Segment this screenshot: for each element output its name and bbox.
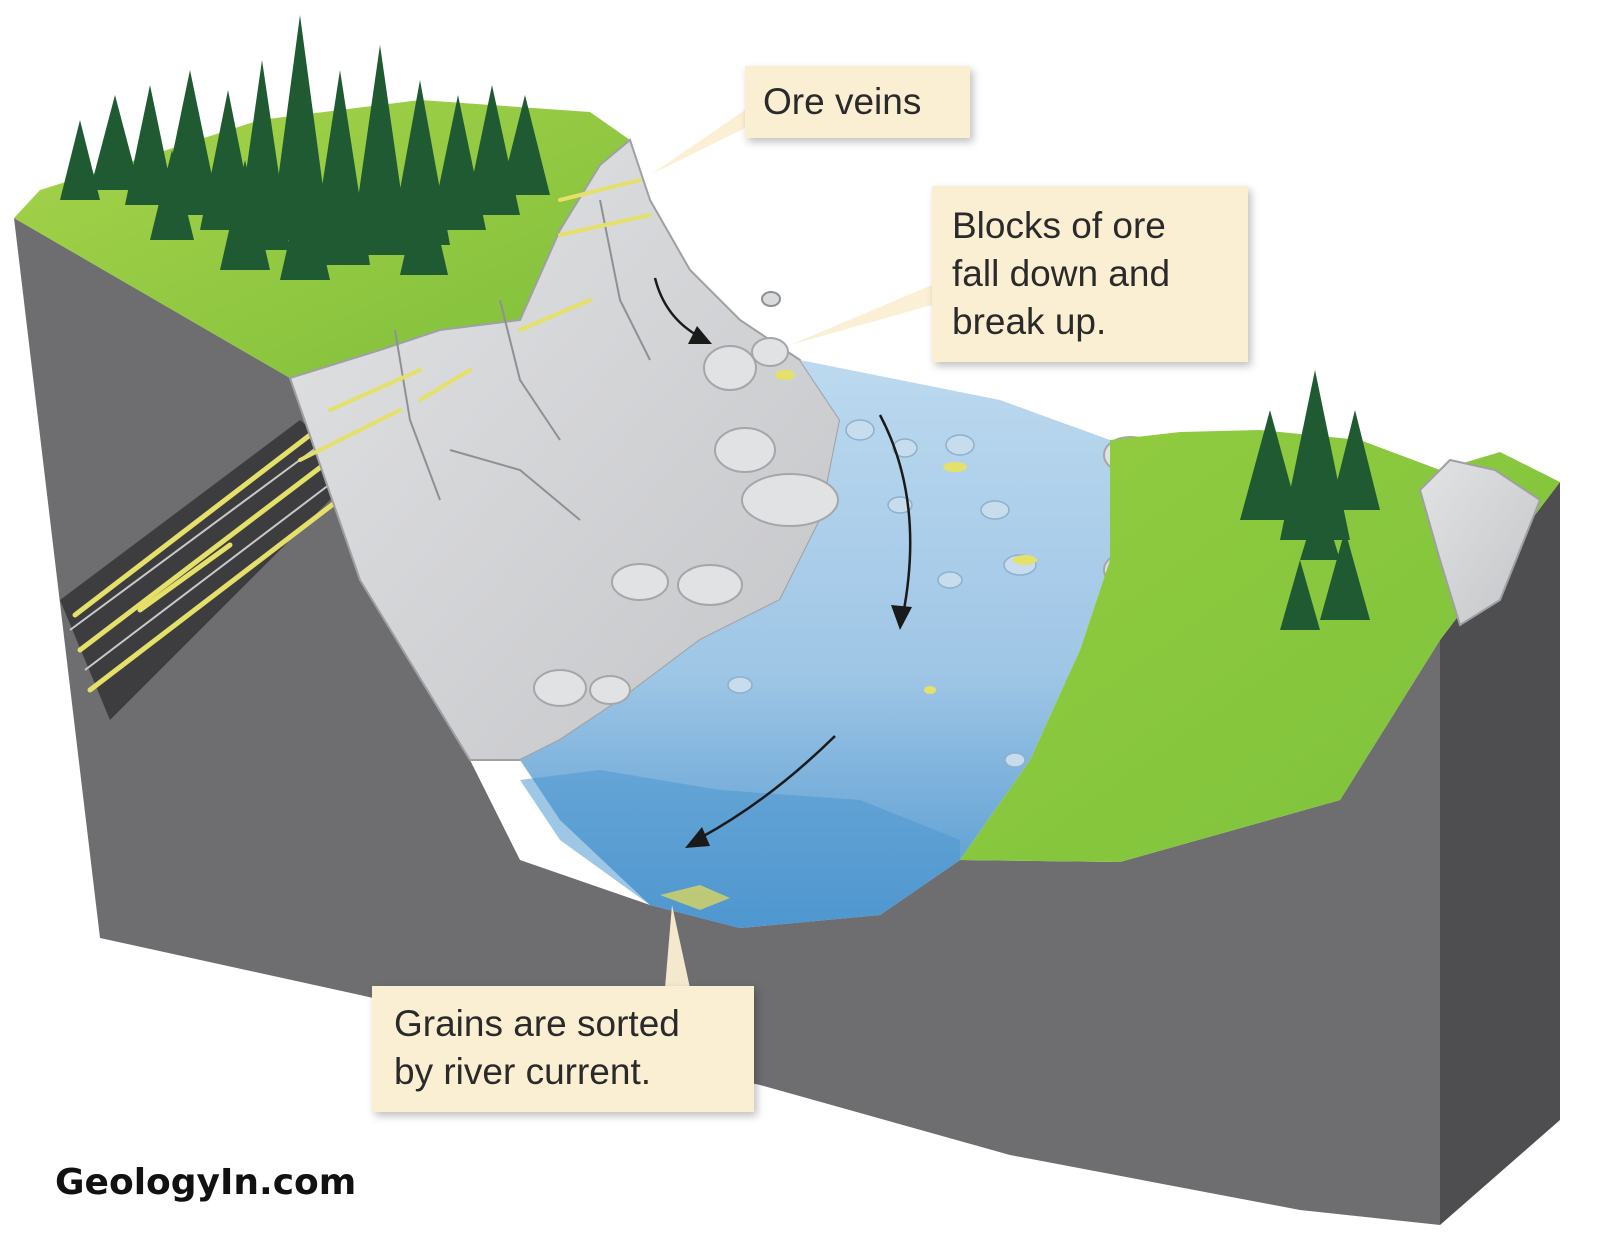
cliff-ore-veins [298,178,652,462]
ore-fragments [775,370,1037,694]
callout-ore-veins: Ore veins [745,66,970,138]
callout-grains-sorted: Grains are sorted by river current. [372,986,754,1112]
right-cliff-outcrop [1418,458,1542,627]
right-trees [1240,370,1380,630]
cliff-cracks [394,199,651,521]
callout-blocks-line-2: fall down and [952,253,1171,294]
river-arrow-upper [878,414,912,616]
rock-block [14,218,1560,1225]
callout-grains-line-2: by river current. [394,1051,652,1092]
watermark: GeologyIn.com [55,1162,357,1203]
callout-blocks-line-1: Blocks of ore [952,205,1166,246]
right-plateau-grass [960,430,1560,862]
river-deep [520,770,960,928]
rock-block-right-face [1440,482,1560,1225]
arrowheads [685,326,912,848]
callout-blocks-line-3: break up. [952,301,1107,342]
callout-leaders [650,110,932,988]
ore-grains [660,885,730,910]
callout-blocks-of-ore: Blocks of ore fall down and break up. [932,186,1248,362]
falling-pebble [761,291,781,307]
callout-ore-veins-line-1: Ore veins [763,81,922,122]
left-forest [60,15,550,280]
river-arrow-lower [699,735,836,840]
ore-vein-lines [72,432,348,693]
rock-block-left-face [14,218,1440,1225]
callout-grains-line-1: Grains are sorted [394,1003,680,1044]
